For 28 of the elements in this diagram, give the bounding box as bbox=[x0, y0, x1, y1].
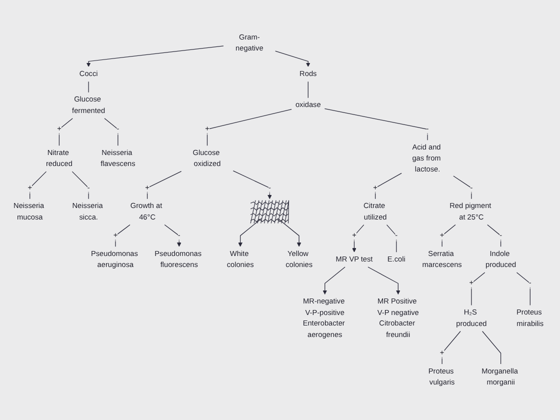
connector-line bbox=[58, 118, 73, 146]
arrow bbox=[275, 50, 310, 67]
scribble-drawing bbox=[250, 200, 290, 224]
arrow bbox=[164, 224, 182, 247]
arrow bbox=[322, 266, 346, 294]
arrow bbox=[368, 266, 400, 294]
connector-line bbox=[72, 171, 89, 200]
arrow bbox=[352, 224, 364, 252]
connector-line bbox=[471, 272, 486, 306]
arrow bbox=[277, 218, 302, 247]
connector-line bbox=[146, 171, 182, 200]
connector-line bbox=[482, 330, 502, 364]
connector-line bbox=[104, 118, 118, 146]
connector-line bbox=[115, 224, 130, 247]
connector-line bbox=[386, 224, 397, 252]
connector-line bbox=[516, 272, 530, 306]
arrow bbox=[238, 218, 262, 247]
arrow bbox=[232, 170, 272, 200]
arrow bbox=[86, 46, 224, 67]
connector-line bbox=[30, 171, 47, 200]
connector-line bbox=[453, 176, 472, 200]
connector-line bbox=[88, 81, 89, 93]
connector-line bbox=[442, 330, 461, 364]
connector-line bbox=[442, 224, 456, 247]
connector-line bbox=[206, 109, 292, 146]
connector-line bbox=[324, 108, 428, 140]
connector-line bbox=[487, 224, 502, 247]
connector-line bbox=[375, 172, 402, 200]
